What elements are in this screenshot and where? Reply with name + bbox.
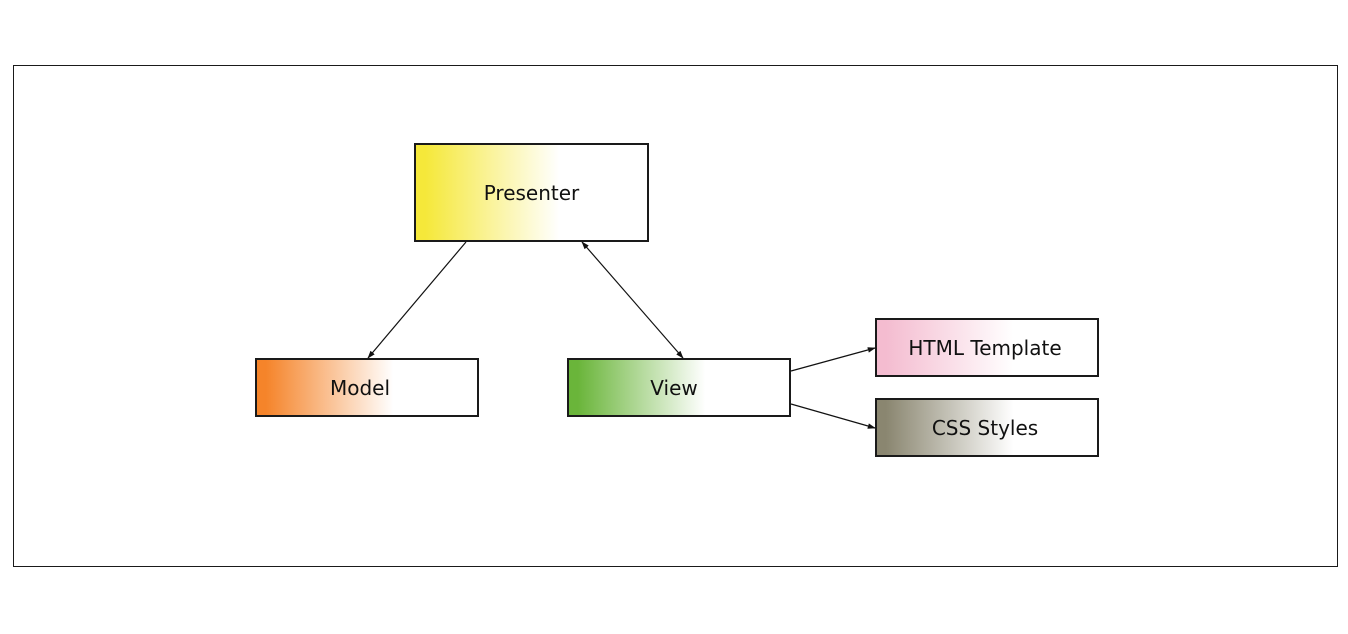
view-label: View [650, 375, 698, 400]
diagram-frame [13, 65, 1338, 567]
view-box: View [567, 358, 791, 417]
css-styles-label: CSS Styles [931, 415, 1039, 440]
presenter-box: Presenter [414, 143, 649, 242]
html-template-label: HTML Template [908, 335, 1062, 360]
css-styles-box: CSS Styles [875, 398, 1099, 457]
model-label: Model [329, 375, 391, 400]
model-box: Model [255, 358, 479, 417]
presenter-label: Presenter [483, 180, 580, 205]
html-template-box: HTML Template [875, 318, 1099, 377]
